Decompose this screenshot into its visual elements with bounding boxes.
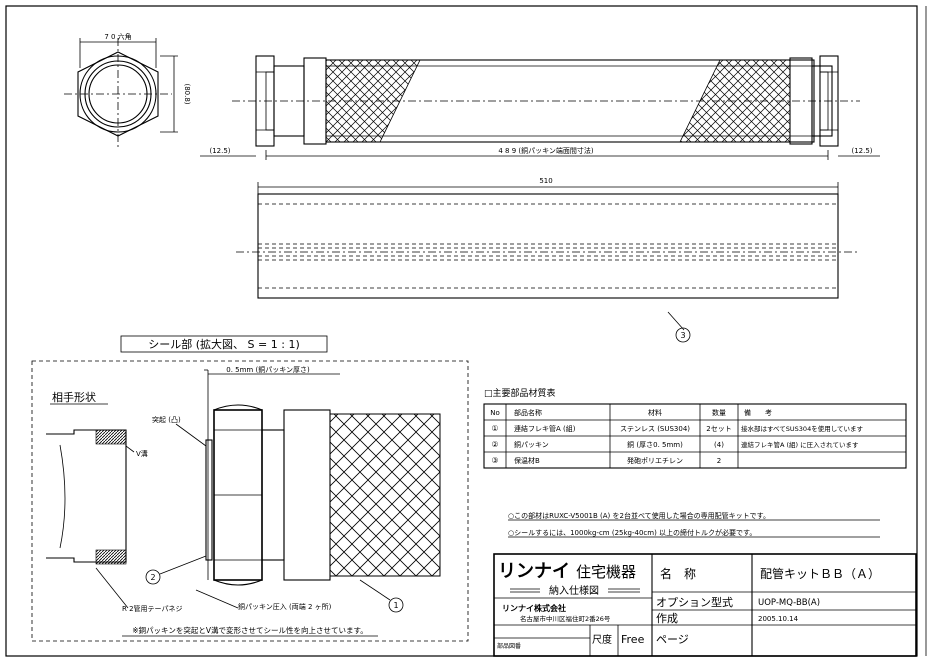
mt-header-no: No (490, 409, 500, 417)
insulation-view (236, 182, 858, 343)
detail-title: シール部 (拡大図、 S = 1 : 1) (148, 337, 299, 351)
mt-header-material: 材料 (648, 408, 662, 417)
gasket-thickness-label: 0. 5mm (銅パッキン厚さ) (226, 365, 310, 374)
mating-thread-top (95, 429, 127, 445)
model-value: UOP-MQ-BB(A) (758, 598, 820, 608)
scale-value: Free (621, 633, 645, 646)
press-fit-label: 銅パッキン圧入 (両端 2 ヶ所) (238, 602, 332, 611)
mt-row3-qty: 2 (717, 457, 721, 465)
leader-3 (667, 311, 685, 331)
balloon-3-label: 3 (680, 331, 685, 340)
pipe-side-view (200, 55, 880, 160)
hex-width-label: 7 0 六角 (104, 32, 131, 41)
hex-end-view (64, 38, 178, 150)
balloon-2 (145, 569, 161, 585)
collar-section (261, 429, 285, 561)
hex-height-label: (80.8) (183, 83, 191, 104)
mt-row2-no: ② (491, 440, 498, 449)
detail-title-box (120, 335, 328, 353)
right-end-dim: (12.5) (851, 147, 872, 155)
mt-row3-name: 保温材B (514, 456, 540, 465)
drawing-no-label: 部品図番 (497, 642, 521, 650)
mt-header-qty: 数量 (712, 408, 726, 417)
doc-type: 納入仕様図 (549, 584, 599, 597)
mt-row2-qty: (4) (714, 441, 724, 449)
fitting-section (204, 369, 441, 586)
ring-section (283, 409, 331, 581)
mt-row2-name: 銅パッキン (514, 440, 549, 449)
leader-1 (359, 579, 391, 601)
balloon-2-label: 2 (150, 573, 155, 582)
materials-table (483, 403, 907, 469)
protrusion-label: 突起 (凸) (152, 415, 181, 424)
thread-label: R 2管用テーパネジ (122, 604, 182, 613)
braided-hose (329, 413, 441, 577)
name-value: 配管キットＢＢ（Ａ） (760, 566, 880, 581)
name-label: 名 称 (660, 566, 696, 581)
right-collar (811, 65, 833, 137)
detail-frame (31, 360, 469, 642)
mating-thread-bottom (95, 549, 127, 565)
mt-row3-material: 発砲ポリエチレン (627, 456, 683, 465)
page-label: ページ (656, 633, 689, 646)
mt-row1-name: 連結フレキ管A (組) (514, 424, 576, 433)
title-block (493, 553, 917, 657)
mt-row1-qty: 2セット (706, 425, 731, 433)
company-logo: リンナイ (498, 561, 570, 582)
gasket (205, 439, 213, 561)
thread-leader (95, 567, 129, 609)
detail-note: ※銅パッキンを突起とV溝で変形させてシール性を向上させています。 (132, 625, 367, 635)
mating-outline (46, 429, 127, 563)
mt-row2-material: 銅 (厚さ0. 5mm) (627, 440, 683, 449)
left-braid-hatch (325, 59, 421, 143)
materials-title: □主要部品材質表 (484, 387, 556, 399)
insulation-body (257, 193, 839, 299)
created-value: 2005.10.14 (758, 615, 799, 623)
length-dim: 4 8 9 (銅パッキン端面間寸法) (498, 146, 594, 155)
insulation-length: 510 (539, 177, 552, 185)
protrusion-leader (175, 423, 207, 447)
mt-row2-remarks: 連結フレキ管A (組) に圧入されています (741, 440, 859, 449)
mating-part (46, 429, 135, 565)
company-name: リンナイ株式会社 (502, 603, 566, 613)
balloon-3 (675, 327, 691, 343)
company-address: 名古屋市中川区福住町2番26号 (520, 614, 611, 623)
note-2: ○シールするには、1000kg-cm (25kg-40cm) 以上の締付トルクが… (508, 528, 756, 537)
left-end-dim: (12.5) (209, 147, 230, 155)
mt-row1-material: ステンレス (SUS304) (620, 425, 690, 433)
mt-row1-no: ① (491, 424, 498, 433)
brand-suffix: 住宅機器 (576, 563, 636, 581)
mt-header-remarks: 備 考 (744, 408, 772, 417)
mating-title: 相手形状 (52, 390, 96, 404)
created-label: 作成 (656, 612, 678, 625)
model-label: オプション型式 (656, 595, 733, 609)
mt-row3-no: ③ (491, 456, 498, 465)
v-groove-label: V溝 (136, 449, 148, 458)
leader-2 (159, 555, 207, 575)
note-1: ○この部材はRUXC-V5001B (A) を2台並べて使用した場合の専用配管キ… (508, 511, 770, 520)
press-fit-leader (195, 589, 239, 609)
mt-row1-remarks: 接水部はすべてSUS304を使用しています (741, 424, 864, 433)
balloon-1 (388, 597, 404, 613)
balloon-1-label: 1 (393, 601, 398, 610)
sheet-border (5, 5, 918, 657)
scale-label: 尺度 (592, 633, 612, 646)
mt-header-name: 部品名称 (514, 408, 542, 417)
